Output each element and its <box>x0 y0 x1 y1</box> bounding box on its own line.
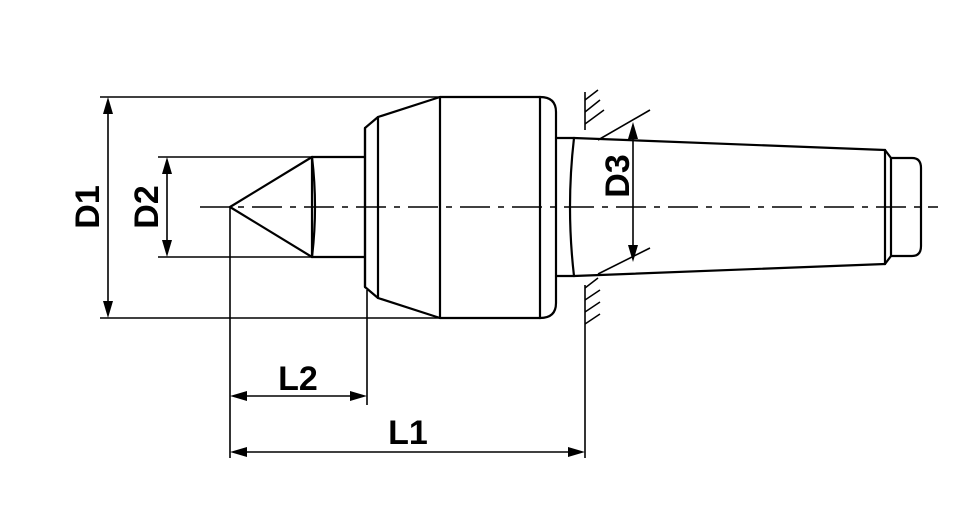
taper-shank <box>572 136 923 278</box>
d3-dimension: D3 <box>597 109 651 275</box>
taper-top-edge <box>572 136 887 152</box>
l2-label: L2 <box>278 360 318 398</box>
center-point <box>228 155 367 259</box>
l1-dimension: L1 <box>230 330 586 458</box>
d3-label: D3 <box>599 154 637 197</box>
l1-label: L1 <box>388 414 428 452</box>
d2-label: D2 <box>128 185 166 228</box>
taper-bottom-edge <box>572 262 887 278</box>
point-shoulder <box>310 155 317 259</box>
d1-label: D1 <box>69 185 107 228</box>
tang-end <box>883 148 923 266</box>
d2-dimension: D2 <box>128 156 312 258</box>
d1-dimension: D1 <box>69 96 440 319</box>
l2-dimension: L2 <box>229 207 368 458</box>
body-rounded-end <box>538 95 558 320</box>
center-neck <box>554 136 576 278</box>
spindle-face <box>584 89 605 330</box>
point-cone <box>228 155 314 259</box>
